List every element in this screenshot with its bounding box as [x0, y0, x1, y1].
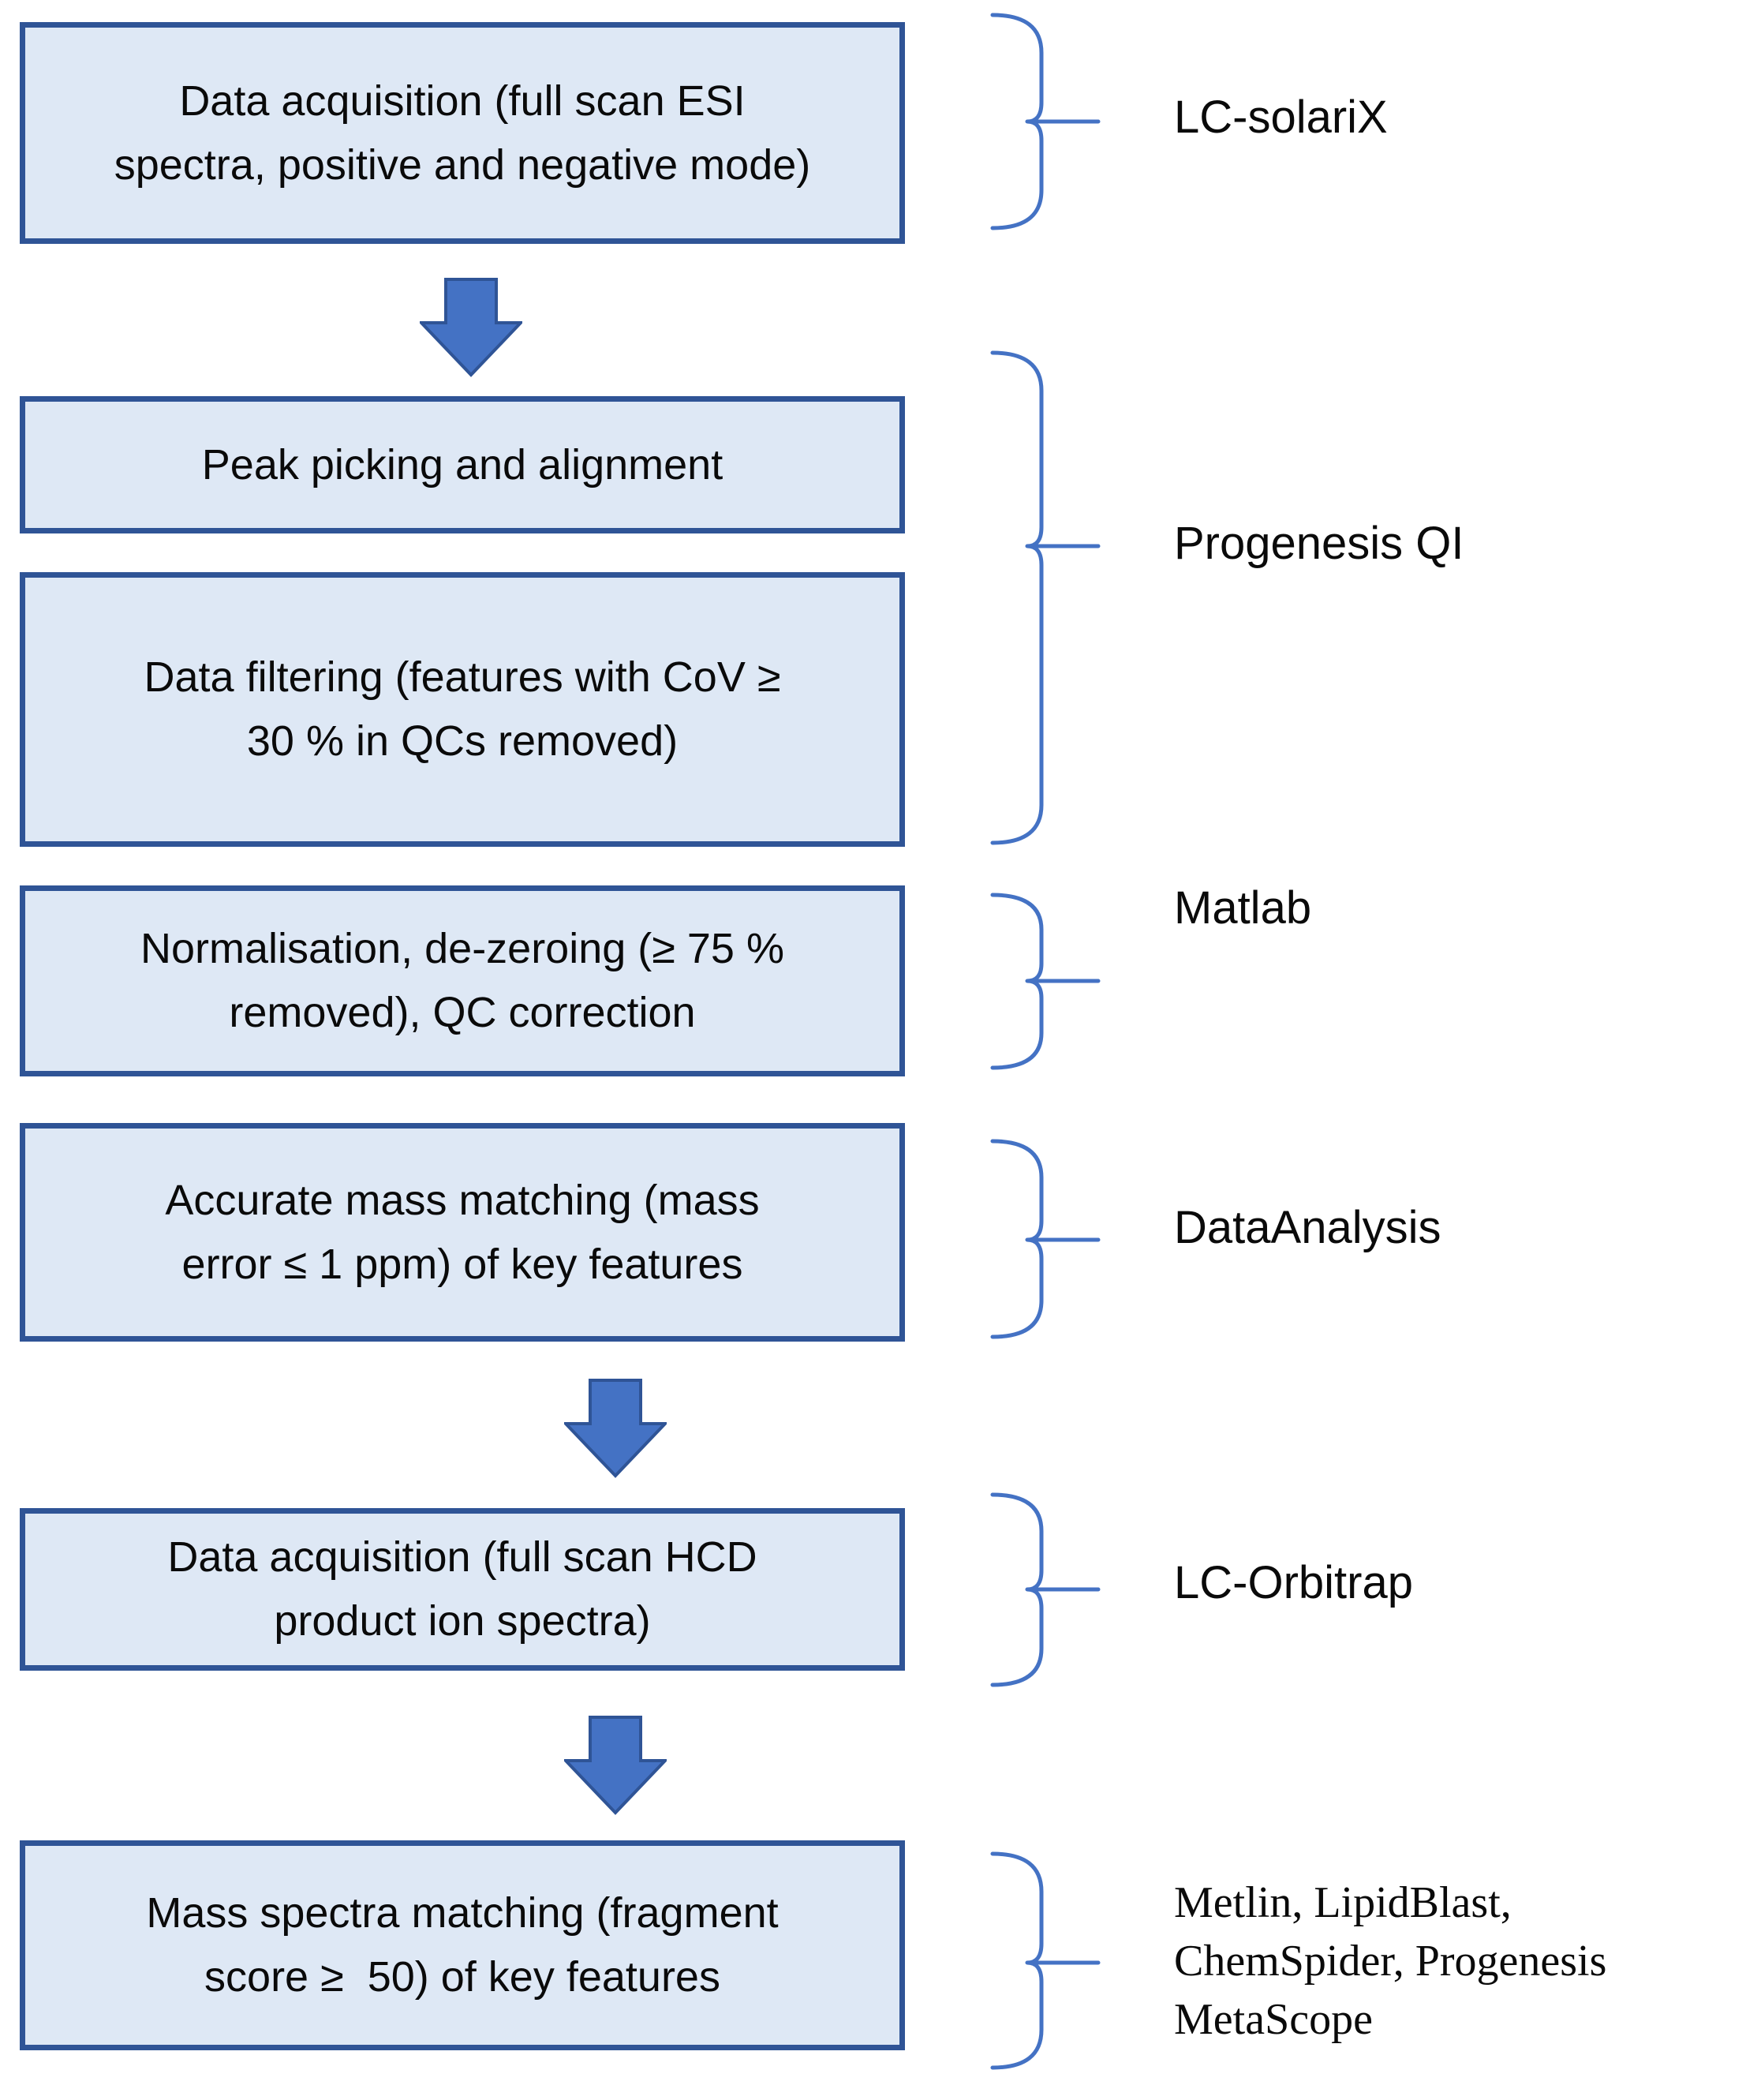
step-text: Accurate mass matching (mass error ≤ 1 p… — [165, 1176, 760, 1288]
tool-label-matlab: Matlab — [1174, 882, 1312, 934]
right-brace-icon — [990, 1492, 1101, 1687]
step-text: Peak picking and alignment — [201, 440, 723, 489]
step-box-normalisation: Normalisation, de-zeroing (≥ 75 % remove… — [20, 885, 905, 1076]
step-box-peak-picking: Peak picking and alignment — [20, 396, 905, 533]
step-box-data-filtering: Data filtering (features with CoV ≥ 30 %… — [20, 572, 905, 847]
right-brace-icon — [990, 893, 1101, 1070]
step-text: Mass spectra matching (fragment score ≥ … — [146, 1889, 779, 2001]
step-text: Data acquisition (full scan HCD product … — [167, 1533, 757, 1645]
down-arrow-icon — [420, 278, 522, 377]
tool-label-dataanalysis: DataAnalysis — [1174, 1201, 1441, 1253]
step-text: Data filtering (features with CoV ≥ 30 %… — [144, 653, 781, 765]
down-arrow-icon — [564, 1716, 667, 1815]
step-box-accurate-mass-matching: Accurate mass matching (mass error ≤ 1 p… — [20, 1123, 905, 1342]
right-brace-icon — [990, 13, 1101, 230]
down-arrow-icon — [564, 1379, 667, 1478]
tool-label-progenesis-qi: Progenesis QI — [1174, 517, 1464, 569]
right-brace-icon — [990, 1139, 1101, 1339]
step-text: Normalisation, de-zeroing (≥ 75 % remove… — [140, 925, 784, 1036]
tool-label-databases: Metlin, LipidBlast, ChemSpider, Progenes… — [1174, 1878, 1607, 2044]
tool-label-lc-orbitrap: LC-Orbitrap — [1174, 1556, 1413, 1608]
right-brace-icon — [990, 350, 1101, 845]
step-box-data-acquisition-hcd: Data acquisition (full scan HCD product … — [20, 1508, 905, 1671]
tool-label-lc-solarix: LC-solariX — [1174, 91, 1388, 143]
step-box-data-acquisition-esi: Data acquisition (full scan ESI spectra,… — [20, 22, 905, 244]
right-brace-icon — [990, 1851, 1101, 2070]
step-text: Data acquisition (full scan ESI spectra,… — [114, 77, 811, 189]
step-box-mass-spectra-matching: Mass spectra matching (fragment score ≥ … — [20, 1840, 905, 2050]
